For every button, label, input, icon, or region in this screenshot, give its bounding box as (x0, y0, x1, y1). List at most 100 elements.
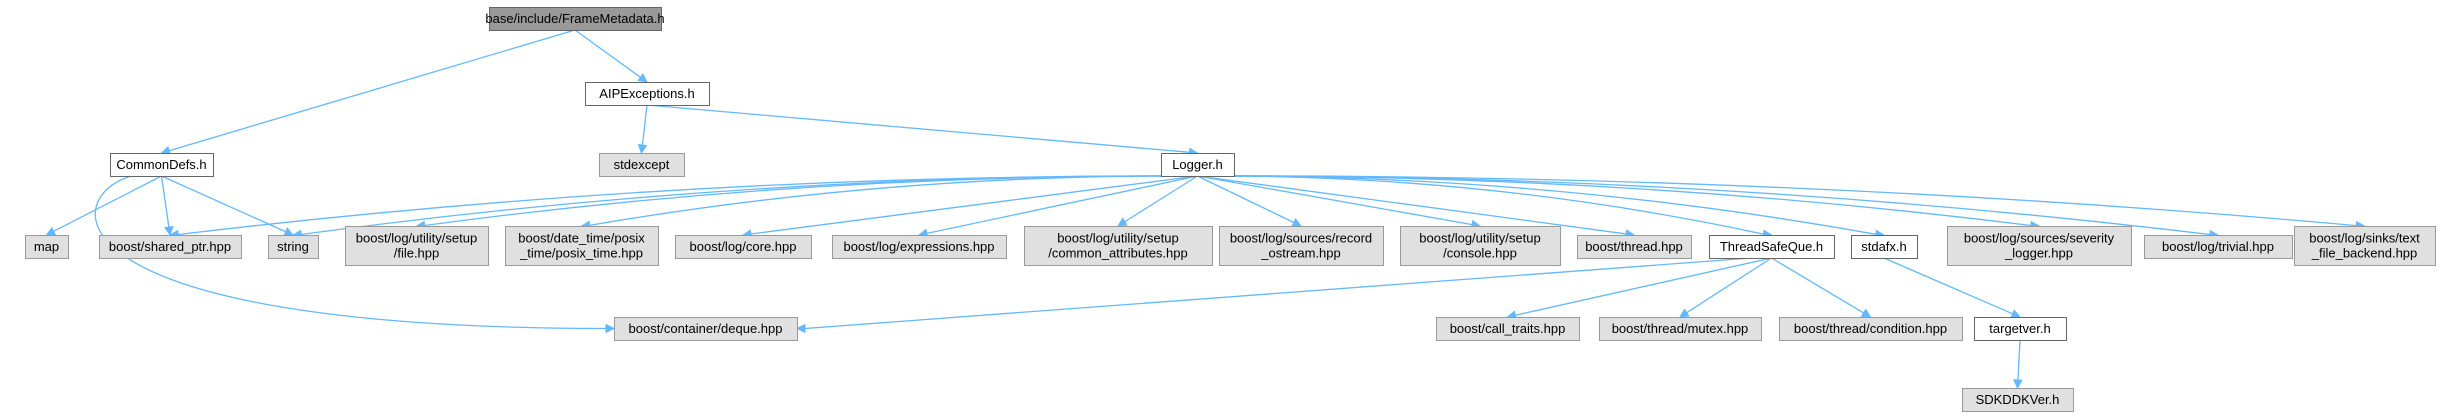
arrowhead (2013, 379, 2023, 390)
node-posix_time: boost/date_time/posix_time/posix_time.hp… (505, 226, 659, 266)
node-label: boost/log/utility/setup (356, 231, 477, 246)
node-label: string (277, 239, 309, 254)
node-log_trivial: boost/log/trivial.hpp (2144, 235, 2293, 259)
edge-logger-to-setup_console (1197, 175, 1482, 230)
node-label: boost/log/core.hpp (690, 239, 797, 254)
node-deque: boost/container/deque.hpp (614, 317, 798, 341)
edge-commondefs-to-map (45, 175, 162, 236)
node-string: string (268, 235, 319, 259)
node-label: /common_attributes.hpp (1048, 246, 1187, 261)
arrowhead (795, 323, 806, 334)
arrowhead (1291, 217, 1303, 227)
edge-threadsafeque-to-deque (795, 257, 1752, 334)
node-box (505, 226, 659, 266)
node-label: /console.hpp (1443, 246, 1517, 261)
node-label: boost/log/utility/setup (1419, 231, 1540, 246)
node-box (1962, 388, 2074, 412)
edges-layer (45, 29, 2366, 390)
node-box (1709, 235, 1835, 259)
arrowhead (164, 225, 174, 237)
node-box (110, 153, 214, 177)
node-box (1400, 226, 1561, 266)
node-label: _logger.hpp (2004, 246, 2073, 261)
node-label: _file_backend.hpp (2311, 246, 2418, 261)
arrowhead (45, 226, 57, 236)
node-box (832, 235, 1007, 259)
node-box (2144, 235, 2293, 259)
node-label: map (34, 239, 59, 254)
node-map: map (25, 235, 69, 259)
node-condition: boost/thread/condition.hpp (1779, 317, 1963, 341)
edge-targetver-to-sdkddkver (2013, 339, 2023, 390)
node-label: /file.hpp (394, 246, 440, 261)
node-box (1599, 317, 1762, 341)
node-boost_thread: boost/thread.hpp (1577, 235, 1692, 259)
node-text_file_backend: boost/log/sinks/text_file_backend.hpp (2294, 226, 2436, 266)
node-box (99, 235, 242, 259)
node-label: boost/call_traits.hpp (1450, 321, 1566, 336)
edge-stdafx-to-targetver (1883, 257, 2022, 319)
node-targetver[interactable]: targetver.h (1974, 317, 2067, 341)
node-label: CommonDefs.h (116, 157, 206, 172)
arrowhead (637, 73, 648, 83)
node-label: boost/date_time/posix (518, 231, 645, 246)
edge-logger-to-posix_time (580, 175, 1198, 231)
node-call_traits: boost/call_traits.hpp (1436, 317, 1580, 341)
node-box (1779, 317, 1963, 341)
node-box (1161, 153, 1235, 177)
arrowhead (1679, 308, 1690, 318)
node-label: boost/container/deque.hpp (629, 321, 783, 336)
node-commondefs[interactable]: CommonDefs.h (110, 153, 214, 177)
node-mutex: boost/thread/mutex.hpp (1599, 317, 1762, 341)
edge-threadsafeque-to-mutex (1679, 257, 1772, 318)
node-box (1024, 226, 1213, 266)
edge-threadsafeque-to-call_traits (1506, 257, 1772, 320)
edge-threadsafeque-to-condition (1771, 257, 1872, 318)
node-label: boost/log/expressions.hpp (843, 239, 994, 254)
node-box (1436, 317, 1580, 341)
edge-aipexceptions-to-logger (646, 104, 1199, 158)
node-box (1219, 226, 1384, 266)
node-label: boost/log/utility/setup (1057, 231, 1178, 246)
node-box (614, 317, 798, 341)
node-label: boost/thread.hpp (1585, 239, 1683, 254)
node-threadsafeque[interactable]: ThreadSafeQue.h (1709, 235, 1835, 259)
node-box (2294, 226, 2436, 266)
node-label: boost/thread/condition.hpp (1794, 321, 1947, 336)
node-label: stdafx.h (1861, 239, 1907, 254)
node-box (268, 235, 319, 259)
node-common_attributes: boost/log/utility/setup/common_attribute… (1024, 226, 1213, 266)
node-label: boost/log/sources/record (1230, 231, 1372, 246)
node-severity_logger: boost/log/sources/severity_logger.hpp (1947, 226, 2132, 266)
node-box (489, 7, 662, 31)
node-box (675, 235, 812, 259)
edge-root-to-commondefs (160, 29, 576, 156)
arrowhead (605, 323, 616, 334)
node-stdafx[interactable]: stdafx.h (1851, 235, 1918, 259)
arrowhead (1117, 217, 1128, 227)
node-box (585, 82, 710, 106)
edge-logger-to-text_file_backend (1197, 175, 2366, 231)
edge-commondefs-to-deque (94, 175, 616, 334)
node-label: SDKDDKVer.h (1976, 392, 2060, 407)
node-box (599, 153, 685, 177)
node-label: boost/shared_ptr.hpp (109, 239, 231, 254)
node-box (1577, 235, 1692, 259)
node-aipexceptions[interactable]: AIPExceptions.h (585, 82, 710, 106)
node-label: Logger.h (1172, 157, 1223, 172)
edge-logger-to-severity_logger (1197, 175, 2041, 231)
node-logger[interactable]: Logger.h (1161, 153, 1235, 177)
node-label: _ostream.hpp (1260, 246, 1341, 261)
node-log_expressions: boost/log/expressions.hpp (832, 235, 1007, 259)
node-setup_console: boost/log/utility/setup/console.hpp (1400, 226, 1561, 266)
node-sdkddkver: SDKDDKVer.h (1962, 388, 2074, 412)
arrowhead (1860, 308, 1872, 318)
node-box (1947, 226, 2132, 266)
node-root[interactable]: base/include/FrameMetadata.h (485, 7, 665, 31)
node-label: _time/posix_time.hpp (519, 246, 643, 261)
edge-root-to-aipexceptions (574, 29, 648, 83)
node-label: stdexcept (614, 157, 670, 172)
node-box (25, 235, 69, 259)
node-record_ostream: boost/log/sources/record_ostream.hpp (1219, 226, 1384, 266)
